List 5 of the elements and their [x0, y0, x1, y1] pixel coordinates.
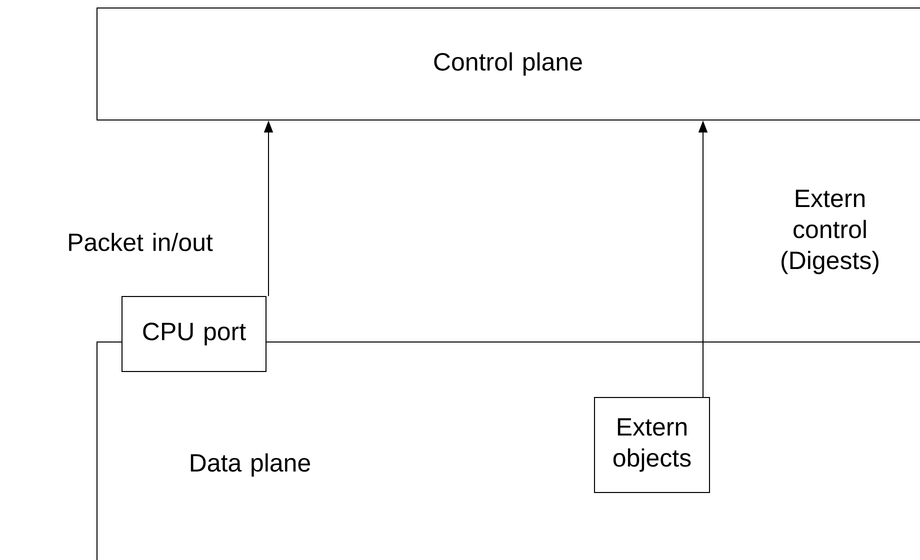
component-box: Extern objects: [594, 397, 710, 493]
edge-label: Packet in/out: [69, 232, 213, 252]
component-box: CPU port: [122, 296, 266, 372]
control-plane-box: Control plane: [96, 8, 920, 120]
edge-label: Extern control (Digests): [782, 190, 878, 274]
